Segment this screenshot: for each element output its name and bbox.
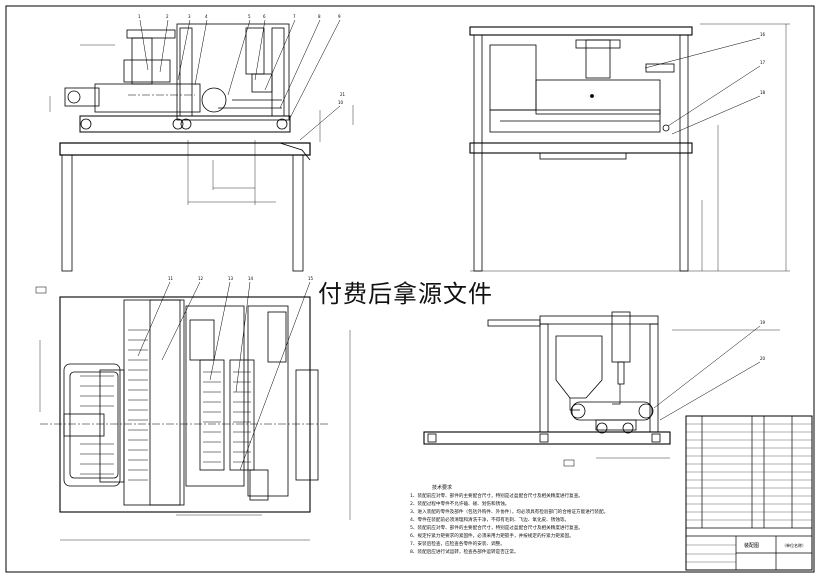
view-labels bbox=[35, 286, 575, 467]
note-line: 4、零件在装配前必须清理和清洗干净，不得有毛刺、飞边、氧化皮、锈蚀等。 bbox=[410, 518, 570, 523]
balloon-16: 16 bbox=[760, 32, 766, 37]
drawing-name: 装配图 bbox=[744, 542, 759, 549]
balloon-1: 1 bbox=[138, 14, 141, 19]
front-view bbox=[49, 19, 354, 272]
balloon-13: 13 bbox=[228, 276, 234, 281]
top-view bbox=[39, 281, 351, 541]
note-line: 1、装配前应对零、部件的主要配合尺寸，特别是过盈配合尺寸及相关精度进行复查。 bbox=[410, 494, 583, 499]
note-line: 2、装配过程中零件不允许磕、碰、划伤和锈蚀。 bbox=[410, 502, 510, 507]
balloon-21: 21 bbox=[340, 92, 346, 97]
section-view bbox=[423, 311, 780, 459]
company-name: （单位名称） bbox=[782, 542, 806, 548]
balloon-5: 5 bbox=[248, 14, 251, 19]
note-line: 6、规定拧紧力矩要求的紧固件，必须采用力矩扳手，并按规定的拧紧力矩紧固。 bbox=[410, 534, 574, 539]
note-line: 7、安装后检查，应检查各零件的安装、调整。 bbox=[410, 542, 505, 547]
balloon-labels: 1 2 3 4 5 6 7 8 9 10 11 12 13 14 15 16 1… bbox=[138, 14, 766, 361]
notes-title: 技术要求 bbox=[432, 485, 453, 491]
note-line: 5、装配前应对零、部件的主要配合尺寸，特别是过盈配合尺寸及相关精度进行复查。 bbox=[410, 526, 583, 531]
balloon-7: 7 bbox=[293, 14, 296, 19]
side-view bbox=[469, 23, 790, 272]
balloon-10: 10 bbox=[338, 100, 344, 105]
note-line: 3、进入装配的零件及部件（包括外购件、外协件），均必须具有检验部门的合格证方能进… bbox=[410, 510, 609, 515]
sheet-border bbox=[5, 5, 815, 573]
balloon-6: 6 bbox=[263, 14, 266, 19]
balloon-8: 8 bbox=[318, 14, 321, 19]
balloon-2: 2 bbox=[166, 14, 169, 19]
balloon-4: 4 bbox=[205, 14, 208, 19]
balloon-3: 3 bbox=[188, 14, 191, 19]
balloon-15: 15 bbox=[308, 276, 314, 281]
title-block bbox=[685, 415, 813, 571]
note-line: 8、装配后应进行试运转，检查各部件运转是否正常。 bbox=[410, 550, 519, 555]
watermark-text: 付费后拿源文件 bbox=[318, 280, 493, 308]
balloon-19: 19 bbox=[760, 320, 766, 325]
balloon-12: 12 bbox=[198, 276, 204, 281]
technical-requirements: 技术要求 1、装配前应对零、部件的主要配合尺寸，特别是过盈配合尺寸及相关精度进行… bbox=[410, 484, 680, 557]
balloon-14: 14 bbox=[248, 276, 254, 281]
balloon-17: 17 bbox=[760, 60, 766, 65]
balloon-20: 20 bbox=[760, 356, 766, 361]
balloon-9: 9 bbox=[338, 14, 341, 19]
balloon-18: 18 bbox=[760, 90, 766, 95]
balloon-11: 11 bbox=[168, 276, 174, 281]
